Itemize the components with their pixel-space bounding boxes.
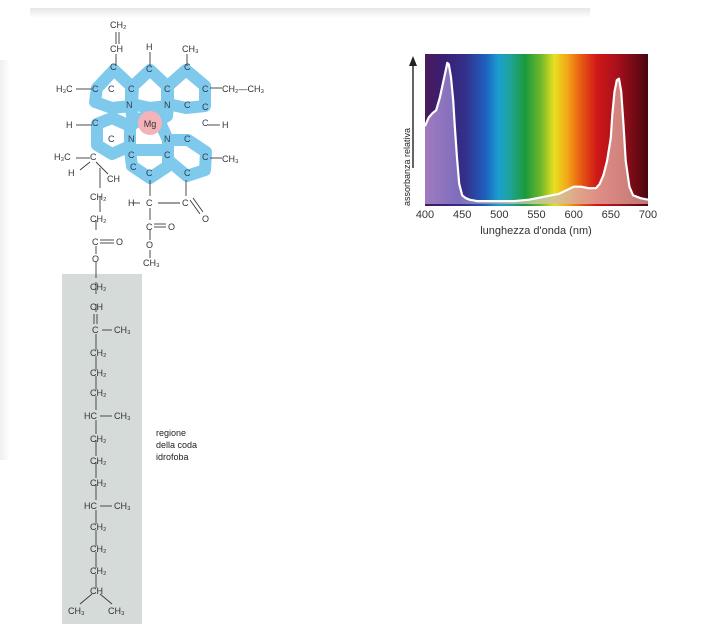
tail-ch2: CH₂	[90, 368, 107, 378]
tail-ch2: CH₂	[90, 522, 107, 532]
chain-o: O	[92, 254, 99, 264]
ring-n: N	[164, 134, 171, 144]
x-axis-label: lunghezza d'onda (nm)	[480, 225, 592, 237]
ring-c: C	[108, 84, 115, 94]
tail-ch3: CH₃	[114, 501, 131, 511]
x-tick-label: 400	[416, 209, 434, 221]
phytol-tail: CH₂ CH C CH₃ CH₂ CH₂ CH₂ HC CH₃ CH₂ CH₂ …	[68, 282, 131, 616]
h-left: H	[66, 120, 73, 130]
tail-region-label: regione della coda idrofoba	[156, 428, 200, 462]
tail-ch: CH	[90, 586, 103, 596]
x-tick-label: 650	[602, 209, 620, 221]
tail-region-shade	[62, 274, 142, 624]
tail-ch2: CH₂	[90, 544, 107, 554]
ring-n: N	[126, 100, 133, 110]
chain-ch2: CH₂	[90, 192, 107, 202]
h3c-left: H₃C	[56, 84, 73, 94]
ring-n: N	[128, 134, 135, 144]
ring-c: C	[164, 84, 171, 94]
x-tick-label: 450	[453, 209, 471, 221]
h-top: H	[146, 42, 153, 52]
ring-c: C	[146, 198, 153, 208]
ring-c: C	[184, 100, 191, 110]
page-edge	[0, 60, 10, 460]
structure-bonds	[76, 32, 222, 278]
tail-ch2: CH₂	[90, 456, 107, 466]
ring-c: C	[92, 84, 99, 94]
tail-ch2: CH₂	[90, 348, 107, 358]
x-tick-label: 700	[639, 209, 657, 221]
ring-n: N	[164, 100, 171, 110]
ring-c: C	[184, 62, 191, 72]
ring-o: O	[202, 214, 209, 224]
absorbance-area	[425, 62, 648, 205]
ch-lower: CH	[107, 174, 120, 184]
ring-c: C	[164, 150, 171, 160]
ethyl-group: CH₂—CH₃	[222, 84, 264, 94]
absorbance-curve	[423, 61, 649, 203]
y-axis-label: assorbanza relativa	[402, 128, 412, 206]
tail-ch3: CH₃	[108, 606, 125, 616]
vinyl-ch2: CH₂	[110, 20, 127, 30]
y-axis-arrow-icon	[409, 56, 417, 66]
ring-atom-labels: CH₂ CH H CH₃ H₃C CH₂—CH₃ H H H₃C H CH CH…	[54, 20, 264, 268]
mg-atom	[138, 111, 162, 135]
ch3-right: CH₃	[222, 154, 239, 164]
ring-c: C	[128, 150, 135, 160]
x-tick-label: 600	[564, 209, 582, 221]
h3c-lower: H₃C	[54, 152, 71, 162]
ring-c: C	[184, 134, 191, 144]
tail-ch2: CH₂	[90, 388, 107, 398]
h-right: H	[222, 120, 229, 130]
chain-ch2: CH₂	[90, 214, 107, 224]
ring-c: C	[128, 84, 135, 94]
ring-c: C	[90, 152, 97, 162]
chain-o-double: O	[116, 237, 123, 247]
y-axis: assorbanza relativa	[402, 56, 417, 206]
tail-ch3: CH₃	[68, 606, 85, 616]
tail-c: C	[92, 325, 99, 335]
ring-c: C	[202, 152, 209, 162]
ring-c: C	[110, 62, 117, 72]
tail-ch2: CH₂	[90, 566, 107, 576]
ring-c: C	[202, 118, 209, 128]
page-shadow	[30, 8, 590, 18]
ring-c: C	[182, 198, 189, 208]
ring-c: C	[184, 168, 191, 178]
ch3-top: CH₃	[182, 44, 199, 54]
tail-ch2: CH₂	[90, 282, 107, 292]
vinyl-ch: CH	[110, 44, 123, 54]
ring-c: C	[202, 84, 209, 94]
ring-c: C	[92, 118, 99, 128]
ring-c: C	[130, 162, 137, 172]
tail-ch3: CH₃	[114, 325, 131, 335]
x-tick-label: 500	[490, 209, 508, 221]
tail-ch2: CH₂	[90, 478, 107, 488]
tail-ch2: CH₂	[90, 434, 107, 444]
ester-o-link: O	[146, 240, 153, 250]
ring-c: C	[146, 64, 153, 74]
tail-ch3: CH₃	[114, 411, 131, 421]
chain-c: C	[92, 237, 99, 247]
ring-c: C	[146, 168, 153, 178]
h-lower: H	[68, 168, 75, 178]
x-tick-label: 550	[527, 209, 545, 221]
ring-h: H	[128, 198, 135, 208]
tail-ch: CH	[90, 302, 103, 312]
tail-hc: HC	[84, 411, 97, 421]
tail-hc: HC	[84, 501, 97, 511]
ester-o: O	[168, 222, 175, 232]
ester-ch3: CH₃	[143, 258, 160, 268]
ring-c: C	[108, 134, 115, 144]
ester-c: C	[146, 222, 153, 232]
ring-c: C	[202, 102, 209, 112]
x-axis-ticks: 400 450 500 550 600 650 700	[416, 209, 657, 221]
mg-label: Mg	[144, 119, 157, 129]
